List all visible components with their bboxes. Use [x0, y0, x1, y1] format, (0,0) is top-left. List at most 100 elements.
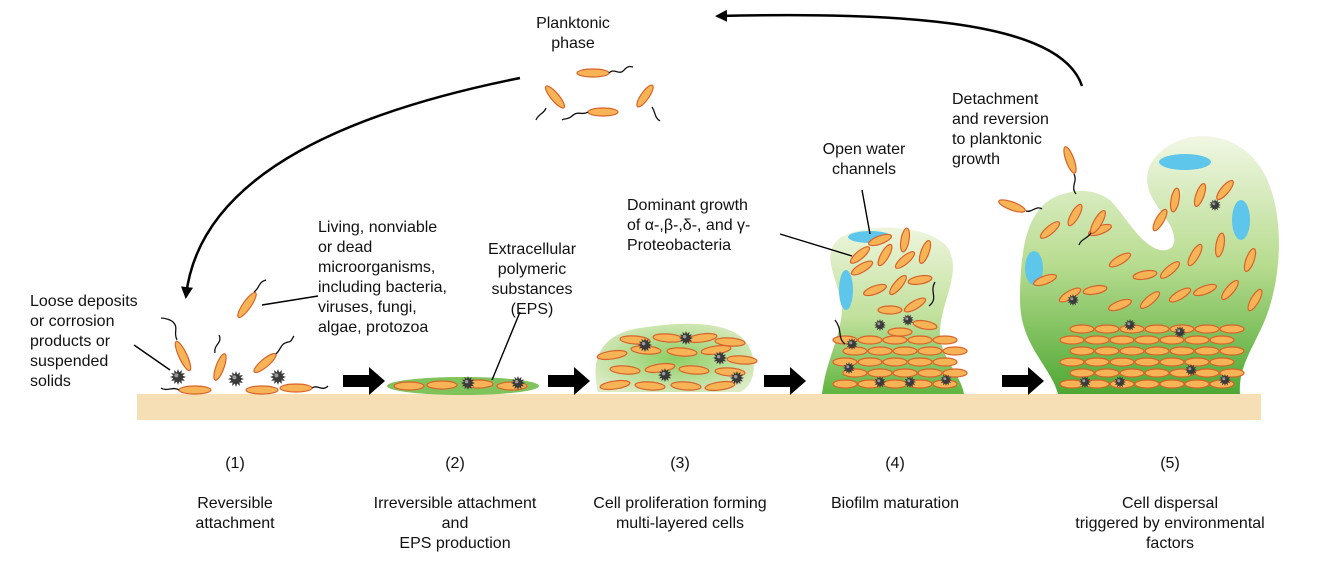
flagellum	[608, 65, 634, 74]
bacterium-cell	[666, 347, 698, 357]
particle	[940, 374, 952, 386]
bacterium-cell	[1108, 298, 1132, 312]
microorganisms-label: Living, nonviable or dead microorganisms…	[318, 219, 447, 336]
bacterium-cell	[678, 365, 710, 375]
water-channel	[1232, 200, 1250, 240]
bacterium-cell	[599, 379, 631, 391]
bacterium-cell	[832, 357, 858, 367]
bacterium-cell	[1090, 209, 1106, 235]
bacterium-cell	[1193, 283, 1217, 297]
bacterium-cell	[1033, 273, 1057, 287]
particle	[1124, 319, 1136, 331]
bacterium-cell	[1119, 368, 1145, 378]
stage-arrow-4-5	[1002, 367, 1044, 395]
bacterium-cell	[918, 240, 932, 264]
bacterium-cell	[245, 385, 279, 395]
bacterium-cell	[1219, 324, 1245, 334]
bacterium-cell	[894, 251, 916, 269]
flagellum	[160, 317, 178, 341]
bacterium-cell	[1144, 368, 1170, 378]
particle	[511, 376, 525, 390]
bacterium-cell	[932, 335, 958, 345]
callout-lines	[133, 189, 871, 381]
bacterium-cell	[1119, 346, 1145, 356]
stage-1-caption: (1) Reversible attachment	[160, 434, 310, 554]
bacterium-cell	[877, 305, 903, 315]
bacterium-cell	[726, 355, 758, 365]
bacterium-cell	[907, 357, 933, 367]
bacterium-cell	[863, 283, 887, 297]
bacterium-cell	[237, 291, 257, 319]
particle	[1079, 376, 1091, 388]
stage-arrow-1-2	[343, 367, 385, 395]
bacterium-cell	[1082, 284, 1108, 296]
bacterium-cell	[942, 368, 968, 378]
bacterium-cell	[1084, 335, 1110, 345]
bacterium-cell	[899, 227, 911, 253]
eps-label: Extracellular polymeric substances (EPS)	[487, 241, 577, 318]
particle	[228, 371, 244, 387]
particle	[1067, 294, 1079, 306]
bacterium-cell	[279, 383, 313, 393]
particle	[843, 362, 855, 374]
bacterium-cell	[1219, 346, 1245, 356]
bacterium-cell	[1159, 357, 1185, 367]
bacterium-cell	[1109, 335, 1135, 345]
bacterium-cell	[832, 379, 858, 389]
stage5-biofilm-mushroom	[1020, 136, 1279, 394]
loose-deposits-label: Loose deposits or corrosion products or …	[30, 293, 138, 390]
flagellum	[311, 385, 329, 389]
bacterium-cell	[882, 335, 908, 345]
bacterium-cell	[178, 385, 212, 395]
bacterium-cell	[1109, 357, 1135, 367]
bacterium-cell	[253, 352, 277, 374]
eps-leader	[491, 311, 521, 381]
bacterium-cell	[892, 346, 918, 356]
bacterium-cell	[1094, 346, 1120, 356]
bacterium-cell	[1094, 368, 1120, 378]
flagellum	[253, 279, 267, 293]
bacterium-cell	[1094, 324, 1120, 334]
bacterium-cell	[1169, 346, 1195, 356]
bacterium-cell	[849, 246, 871, 264]
flagellum	[561, 111, 589, 121]
bacterium-cell	[609, 365, 641, 375]
bacterium-cell	[714, 337, 746, 347]
bacterium-cell	[1214, 232, 1226, 258]
bacterium-cell	[1144, 324, 1170, 334]
bacterium-cell	[1243, 248, 1257, 272]
bacterium-cell	[636, 84, 654, 108]
flagellum	[834, 319, 846, 345]
bacterium-cell	[912, 319, 938, 331]
bacterium-cell	[426, 380, 458, 390]
particle	[730, 371, 744, 385]
stage-caption-text: Cell proliferation forming multi-layered…	[593, 495, 767, 532]
bacterium-cell	[1159, 379, 1185, 389]
particle	[902, 314, 914, 326]
dispersal-to-planktonic-arrow	[715, 9, 1084, 87]
bacterium-cell	[998, 199, 1026, 213]
stage-caption-text: Cell dispersal triggered by environmenta…	[1075, 495, 1265, 552]
particle	[1209, 199, 1221, 211]
detachment-label: Detachment and reversion to planktonic g…	[952, 91, 1049, 168]
bacterium-cell	[1221, 279, 1239, 301]
particle	[1185, 364, 1197, 376]
bacterium-cell	[887, 327, 913, 337]
bacterium-cell	[1152, 208, 1168, 232]
stage-arrow-3-4	[764, 367, 806, 395]
bacterium-cell	[1067, 203, 1083, 227]
bacterium-cell	[634, 381, 666, 391]
bacterium-cell	[1159, 261, 1181, 279]
bacterium-cell	[1059, 379, 1085, 389]
bacterium-cell	[842, 346, 868, 356]
bacterium-cell	[903, 297, 927, 313]
stage-caption-text: Biofilm maturation	[830, 495, 960, 512]
particle	[904, 376, 916, 388]
bacterium-cell	[1084, 357, 1110, 367]
bacterium-cell	[704, 380, 736, 392]
flagellum	[928, 281, 936, 307]
stage-number: (5)	[1160, 455, 1180, 472]
particle	[874, 319, 886, 331]
water-channel	[1025, 251, 1043, 285]
bacterium-cell	[1108, 252, 1132, 268]
